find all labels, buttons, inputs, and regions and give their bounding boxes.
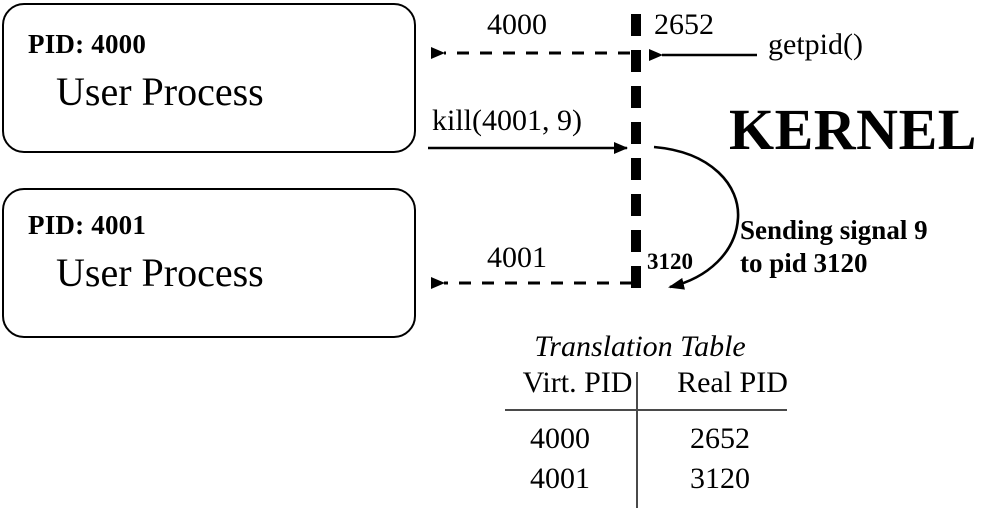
translation-table-header-rule — [505, 409, 787, 411]
table-row: 4000 2652 — [440, 422, 840, 462]
process-name-label: User Process — [56, 69, 264, 114]
label-virtual-pid-4000-reply: 4000 — [487, 8, 547, 41]
table-cell-real-pid: 3120 — [690, 462, 750, 495]
translation-table-column-rule — [636, 372, 638, 508]
table-cell-real-pid: 2652 — [690, 422, 750, 455]
translation-table-title: Translation Table — [534, 330, 746, 363]
kernel-user-boundary-dashed-line — [631, 14, 641, 302]
label-sending-signal-note: Sending signal 9 to pid 3120 — [740, 214, 928, 280]
process-name-label: User Process — [56, 250, 264, 295]
translation-table: Translation Table Virt. PID Real PID 400… — [440, 330, 840, 508]
label-kill-call: kill(4001, 9) — [432, 104, 582, 137]
label-real-pid-3120: 3120 — [647, 249, 693, 274]
label-real-pid-2652: 2652 — [654, 8, 714, 41]
sending-signal-note-line-1: Sending signal 9 — [740, 215, 928, 245]
process-box-4001: PID: 4001 User Process — [2, 188, 416, 338]
sending-signal-note-line-2: to pid 3120 — [740, 247, 868, 278]
label-virtual-pid-4001-reply: 4001 — [487, 241, 547, 274]
translation-table-header-virt-pid: Virt. PID — [522, 366, 633, 399]
process-box-4000: PID: 4000 User Process — [2, 3, 416, 153]
table-cell-virt-pid: 4000 — [530, 422, 590, 455]
label-getpid-call: getpid() — [768, 28, 863, 61]
process-pid-label: PID: 4000 — [28, 29, 147, 59]
translation-table-header-real-pid: Real PID — [677, 366, 788, 399]
table-cell-virt-pid: 4001 — [530, 462, 590, 495]
process-pid-label: PID: 4001 — [28, 210, 147, 240]
table-row: 4001 3120 — [440, 462, 840, 502]
label-kernel: KERNEL — [729, 97, 977, 162]
